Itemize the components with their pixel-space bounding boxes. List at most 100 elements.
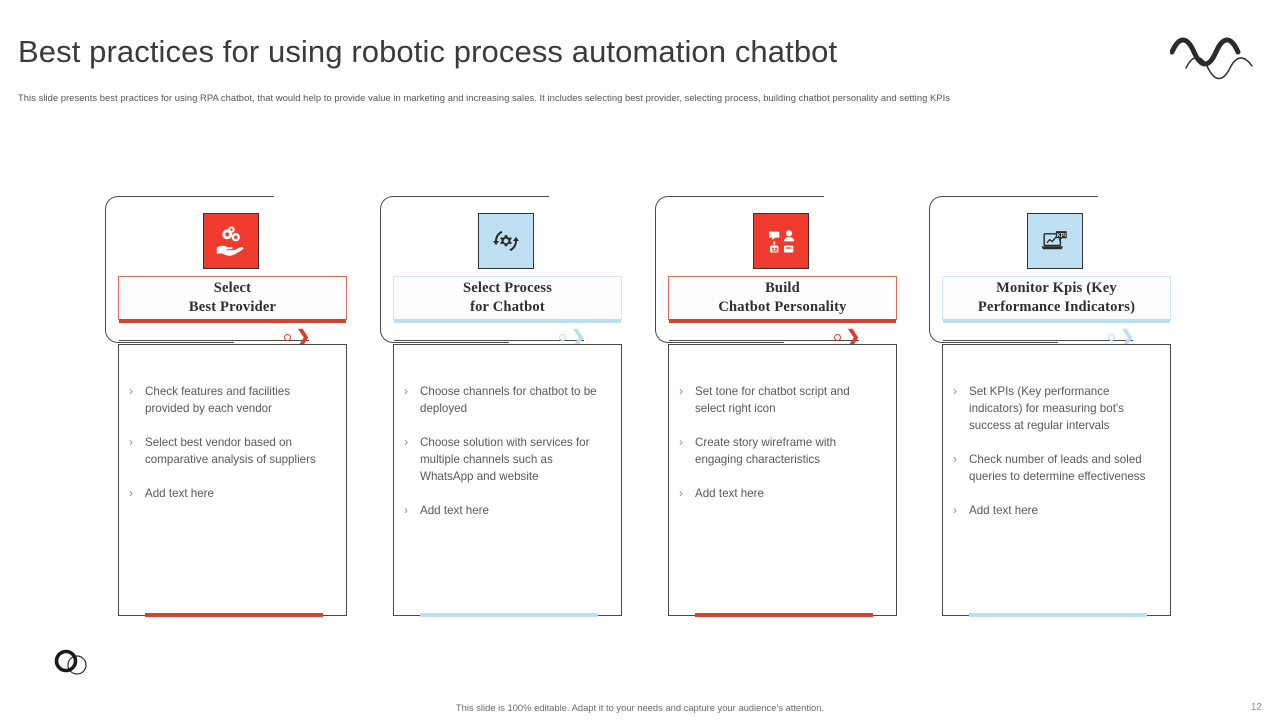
connector-ring-icon xyxy=(1108,334,1115,341)
card-body: › Set KPIs (Key performance indicators) … xyxy=(942,344,1171,617)
bullet-text: Add text here xyxy=(420,504,489,517)
plate-accent-bar xyxy=(394,319,621,323)
bullet-chevron-icon: › xyxy=(404,503,408,517)
card-title-plate: Monitor Kpis (Key Performance Indicators… xyxy=(942,276,1171,323)
bracket-top-line xyxy=(394,196,549,197)
connector-chevron-icon: ❯ xyxy=(296,327,311,346)
kpi-laptop-chart-icon: KPI xyxy=(1027,213,1083,269)
connector-chevron-icon: ❯ xyxy=(571,327,586,346)
bracket-top-line xyxy=(119,196,274,197)
bullet-list: › Choose channels for chatbot to be depl… xyxy=(394,345,621,519)
plate-accent-bar xyxy=(943,319,1170,323)
card-body: › Set tone for chatbot script and select… xyxy=(668,344,897,617)
wave-logo-icon xyxy=(1169,34,1254,80)
bullet-chevron-icon: › xyxy=(953,503,957,517)
list-item: › Check number of leads and soled querie… xyxy=(953,451,1156,485)
plate-accent-bar xyxy=(669,319,896,323)
card-connector: ❯ xyxy=(555,327,595,347)
card-body: › Check features and facilities provided… xyxy=(118,344,347,617)
bullet-text: Create story wireframe with engaging cha… xyxy=(695,436,837,466)
bullet-chevron-icon: › xyxy=(679,435,683,449)
bullet-list: › Check features and facilities provided… xyxy=(119,345,346,502)
cards-row: Select Best Provider ❯ › Check features … xyxy=(0,196,1280,621)
bullet-chevron-icon: › xyxy=(679,486,683,500)
card-connector: ❯ xyxy=(280,327,320,347)
bracket-bottom-line xyxy=(669,340,859,341)
card-build-chatbot-personality[interactable]: Build Chatbot Personality ❯ › Set tone f… xyxy=(655,196,930,621)
list-item: › Add text here xyxy=(953,502,1156,519)
card-title-plate: Build Chatbot Personality xyxy=(668,276,897,323)
bracket-top-line xyxy=(943,196,1098,197)
bullet-list: › Set KPIs (Key performance indicators) … xyxy=(943,345,1170,519)
card-title-line-2: Performance Indicators) xyxy=(977,299,1136,315)
list-item: › Create story wireframe with engaging c… xyxy=(679,434,882,468)
list-item: › Add text here xyxy=(679,485,882,502)
bullet-text: Check features and facilities provided b… xyxy=(145,385,290,415)
card-connector: ❯ xyxy=(830,327,870,347)
bullet-chevron-icon: › xyxy=(679,384,683,398)
card-title-plate: Select Best Provider xyxy=(118,276,347,323)
list-item: › Choose solution with services for mult… xyxy=(404,434,607,485)
page-title: Best practices for using robotic process… xyxy=(18,34,838,69)
card-title-line-2: Best Provider xyxy=(188,299,277,315)
card-select-best-provider[interactable]: Select Best Provider ❯ › Check features … xyxy=(105,196,380,621)
body-accent-bar xyxy=(695,613,873,617)
card-title-line-1: Monitor Kpis (Key xyxy=(996,280,1117,296)
plate-accent-bar xyxy=(119,319,346,323)
card-select-process-for-chatbot[interactable]: Select Process for Chatbot ❯ › Choose ch… xyxy=(380,196,655,621)
hand-gears-icon xyxy=(203,213,259,269)
bullet-chevron-icon: › xyxy=(129,486,133,500)
footer-note: This slide is 100% editable. Adapt it to… xyxy=(455,702,825,713)
bullet-text: Check number of leads and soled queries … xyxy=(969,453,1146,483)
svg-text:KPI: KPI xyxy=(1057,233,1067,239)
bracket-top-line xyxy=(669,196,824,197)
bullet-text: Set KPIs (Key performance indicators) fo… xyxy=(969,385,1124,432)
bracket-bottom-line xyxy=(943,340,1133,341)
page-number: 12 xyxy=(1250,702,1262,713)
bullet-chevron-icon: › xyxy=(129,384,133,398)
body-accent-bar xyxy=(420,613,598,617)
list-item: › Choose channels for chatbot to be depl… xyxy=(404,383,607,417)
body-accent-bar xyxy=(145,613,323,617)
card-title-line-2: for Chatbot xyxy=(470,299,545,315)
card-connector: ❯ xyxy=(1104,327,1144,347)
connector-ring-icon xyxy=(834,334,841,341)
bullet-list: › Set tone for chatbot script and select… xyxy=(669,345,896,502)
bullet-text: Set tone for chatbot script and select r… xyxy=(695,385,850,415)
page-subtitle: This slide presents best practices for u… xyxy=(18,92,950,103)
bullet-text: Add text here xyxy=(145,487,214,500)
list-item: › Select best vendor based on comparativ… xyxy=(129,434,332,468)
card-title-line-1: Select Process xyxy=(462,280,553,296)
bullet-text: Choose solution with services for multip… xyxy=(420,436,590,483)
bullet-chevron-icon: › xyxy=(404,384,408,398)
bullet-chevron-icon: › xyxy=(953,384,957,398)
card-monitor-kpis[interactable]: KPI Monitor Kpis (Key Performance Indica… xyxy=(929,196,1204,621)
connector-ring-icon xyxy=(559,334,566,341)
list-item: › Set KPIs (Key performance indicators) … xyxy=(953,383,1156,434)
card-title-line-2: Chatbot Personality xyxy=(718,299,847,315)
list-item: › Add text here xyxy=(404,502,607,519)
card-title-line-1: Build xyxy=(765,280,800,296)
connector-chevron-icon: ❯ xyxy=(1120,327,1135,346)
bullet-text: Select best vendor based on comparative … xyxy=(145,436,316,466)
bullet-text: Add text here xyxy=(969,504,1038,517)
bullet-chevron-icon: › xyxy=(129,435,133,449)
process-gear-arrows-icon xyxy=(478,213,534,269)
card-title-line-1: Select xyxy=(213,280,252,296)
list-item: › Set tone for chatbot script and select… xyxy=(679,383,882,417)
chat-person-robot-icon xyxy=(753,213,809,269)
card-title-plate: Select Process for Chatbot xyxy=(393,276,622,323)
connector-chevron-icon: ❯ xyxy=(846,327,861,346)
card-body: › Choose channels for chatbot to be depl… xyxy=(393,344,622,617)
bracket-bottom-line xyxy=(394,340,584,341)
bullet-text: Choose channels for chatbot to be deploy… xyxy=(420,385,597,415)
connector-ring-icon xyxy=(284,334,291,341)
body-accent-bar xyxy=(969,613,1147,617)
list-item: › Check features and facilities provided… xyxy=(129,383,332,417)
bracket-bottom-line xyxy=(119,340,309,341)
list-item: › Add text here xyxy=(129,485,332,502)
bullet-chevron-icon: › xyxy=(404,435,408,449)
bullet-text: Add text here xyxy=(695,487,764,500)
two-circles-logo-icon xyxy=(52,648,92,678)
bullet-chevron-icon: › xyxy=(953,452,957,466)
